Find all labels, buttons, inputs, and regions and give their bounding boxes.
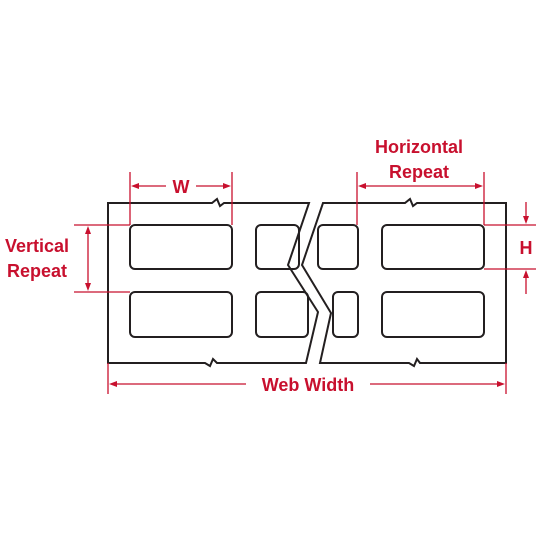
arrowhead: [475, 183, 483, 189]
web-outline-left: [107, 197, 320, 368]
label-cell: [129, 291, 233, 338]
horizontal-repeat-label-line1: Horizontal: [375, 137, 463, 157]
arrowhead: [85, 283, 91, 291]
arrowhead: [497, 381, 505, 387]
arrowhead: [131, 183, 139, 189]
label-cell: [381, 224, 485, 270]
label-cell: [255, 224, 300, 270]
label-cell: [381, 291, 485, 338]
arrowhead: [358, 183, 366, 189]
vertical-repeat-label-line2: Repeat: [7, 261, 67, 281]
web-width-label: Web Width: [262, 375, 355, 395]
arrowhead: [85, 226, 91, 234]
arrowhead: [223, 183, 231, 189]
arrowhead: [523, 216, 529, 224]
label-cell: [317, 224, 359, 270]
horizontal-repeat-label-line2: Repeat: [389, 162, 449, 182]
arrowhead: [523, 270, 529, 278]
label-cell: [129, 224, 233, 270]
vertical-repeat-label-line1: Vertical: [5, 236, 69, 256]
label-cell: [332, 291, 359, 338]
height-label: H: [520, 238, 533, 258]
arrowhead: [109, 381, 117, 387]
label-cell: [255, 291, 309, 338]
width-label: W: [173, 177, 190, 197]
web-outline-right: [300, 197, 507, 368]
